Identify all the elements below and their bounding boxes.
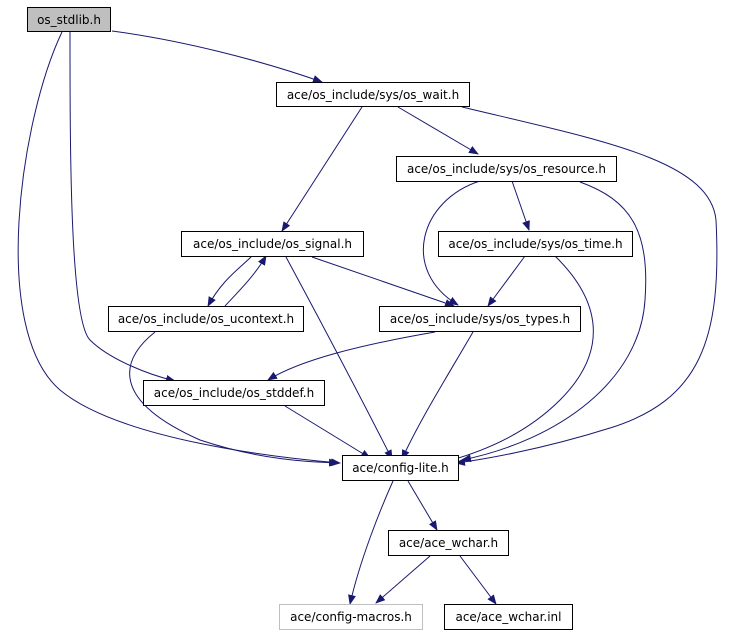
node-os-ucontext[interactable]: ace/os_include/os_ucontext.h <box>108 306 304 332</box>
edge-config-lite-to-config-macros <box>348 480 394 605</box>
edge-os-ucontext-to-os-signal <box>224 255 267 307</box>
node-os-stdlib[interactable]: os_stdlib.h <box>27 7 111 32</box>
edge-os-resource-to-config-lite <box>461 181 647 463</box>
node-os-signal[interactable]: ace/os_include/os_signal.h <box>181 231 364 257</box>
node-os-time[interactable]: ace/os_include/sys/os_time.h <box>438 231 633 257</box>
edge-os-time-to-config-lite <box>447 255 594 463</box>
edge-os-resource-to-os-types <box>422 180 481 306</box>
edge-os-stdlib-to-os-wait <box>111 30 323 83</box>
edge-os-stddef-to-config-lite <box>284 405 371 459</box>
node-config-macros: ace/config-macros.h <box>279 604 423 630</box>
node-config-lite[interactable]: ace/config-lite.h <box>342 455 459 481</box>
node-os-resource[interactable]: ace/os_include/sys/os_resource.h <box>396 156 617 182</box>
edge-ace-wchar-to-config-macros <box>375 555 431 604</box>
edge-os-stdlib-to-os-stddef <box>69 31 176 383</box>
node-os-stddef[interactable]: ace/os_include/os_stddef.h <box>143 380 325 406</box>
edge-os-signal-to-os-types <box>311 256 455 307</box>
edge-os-time-to-os-types <box>487 255 526 307</box>
edge-os-wait-to-config-lite <box>455 106 718 466</box>
edge-os-wait-to-os-signal <box>281 106 363 232</box>
node-os-types[interactable]: ace/os_include/sys/os_types.h <box>379 306 581 332</box>
edge-os-wait-to-os-resource <box>397 106 479 155</box>
edge-os-stdlib-to-config-lite <box>17 31 341 467</box>
edge-os-signal-to-config-lite <box>285 256 393 460</box>
node-ace-wchar[interactable]: ace/ace_wchar.h <box>388 530 509 556</box>
edge-os-types-to-config-lite <box>401 331 474 460</box>
edge-os-signal-to-os-ucontext <box>207 255 253 307</box>
edge-config-lite-to-ace-wchar <box>407 480 438 531</box>
edge-os-ucontext-to-config-lite <box>129 331 339 467</box>
edge-os-types-to-os-stddef <box>267 331 436 381</box>
node-ace-wchar-inl[interactable]: ace/ace_wchar.inl <box>444 604 573 630</box>
edge-ace-wchar-to-ace-wchar-inl <box>459 555 497 605</box>
node-os-wait[interactable]: ace/os_include/sys/os_wait.h <box>276 82 470 107</box>
edge-os-resource-to-os-time <box>511 180 530 231</box>
